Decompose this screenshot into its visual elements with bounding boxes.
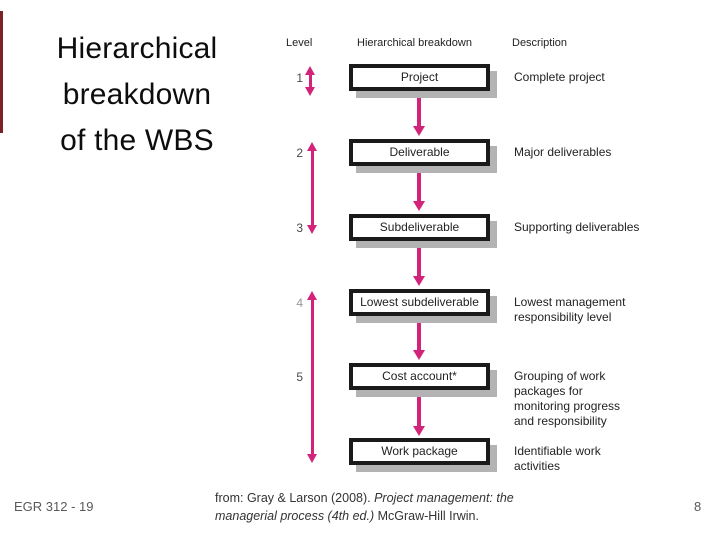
arrow-down-icon — [413, 350, 425, 360]
citation-line1-italic: Project management: the — [374, 491, 514, 505]
arrow-down-icon — [307, 454, 317, 463]
flow-arrow-subdeliverable-lowest — [413, 241, 425, 286]
left-accent-stripe — [0, 11, 3, 133]
description-complete-project: Complete project — [514, 70, 605, 84]
level-number-4: 4 — [296, 296, 303, 310]
citation-line2-italic: managerial process (4th ed.) — [215, 509, 375, 523]
level-1-range-arrow — [305, 66, 315, 96]
arrow-up-icon — [305, 66, 315, 75]
level-number-5: 5 — [296, 370, 303, 384]
column-header-hierarchical-breakdown: Hierarchical breakdown — [357, 37, 472, 49]
flow-arrow-deliverable-subdeliverable — [413, 166, 425, 211]
arrow-down-icon — [413, 276, 425, 286]
wbs-box-deliverable: Deliverable — [349, 139, 490, 166]
arrow-up-icon — [307, 291, 317, 300]
page-number: 8 — [694, 499, 702, 514]
level-4-5-range-arrow — [307, 291, 317, 463]
description-lowest-management: Lowest management responsibility level — [514, 295, 626, 324]
arrow-down-icon — [413, 426, 425, 436]
level-number-1: 1 — [296, 71, 303, 85]
wbs-box-work-package: Work package — [349, 438, 490, 465]
flow-arrow-lowest-costaccount — [413, 316, 425, 360]
arrow-down-icon — [413, 201, 425, 211]
level-number-2: 2 — [296, 146, 303, 160]
course-code: EGR 312 - 19 — [14, 499, 94, 514]
description-supporting-deliverables: Supporting deliverables — [514, 220, 640, 234]
column-header-description: Description — [512, 37, 568, 49]
wbs-box-lowest-subdeliverable: Lowest subdeliverable — [349, 289, 490, 316]
level-number-3: 3 — [296, 221, 303, 235]
flow-arrow-project-deliverable — [413, 91, 425, 136]
description-grouping-work-packages: Grouping of work packages for monitoring… — [514, 369, 621, 428]
slide-title: Hierarchical breakdown of the WBS — [56, 32, 218, 157]
citation: from: Gray & Larson (2008). Project mana… — [215, 489, 585, 525]
wbs-box-project: Project — [349, 64, 490, 91]
arrow-down-icon — [307, 225, 317, 234]
citation-line2-regular: McGraw-Hill Irwin. — [374, 509, 479, 523]
column-header-level: Level — [286, 37, 313, 49]
arrow-down-icon — [305, 87, 315, 96]
level-2-3-range-arrow — [307, 142, 317, 234]
flow-arrow-costaccount-workpackage — [413, 391, 425, 436]
arrow-up-icon — [307, 142, 317, 151]
wbs-box-subdeliverable: Subdeliverable — [349, 214, 490, 241]
wbs-box-cost-account: Cost account* — [349, 363, 490, 390]
description-identifiable-work: Identifiable work activities — [514, 444, 601, 473]
citation-line1-regular: from: Gray & Larson (2008). — [215, 491, 375, 505]
arrow-down-icon — [413, 126, 425, 136]
description-major-deliverables: Major deliverables — [514, 145, 612, 159]
